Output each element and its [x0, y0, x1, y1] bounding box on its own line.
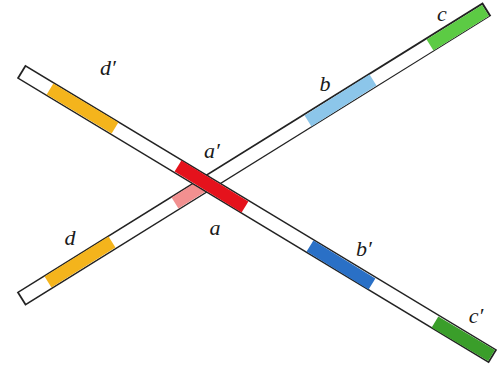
segment-label: c′ [469, 305, 484, 327]
segment-b [308, 80, 373, 121]
segment-label: d′ [100, 57, 116, 79]
segment-label: a′ [204, 140, 220, 162]
strand-body [23, 11, 486, 299]
segment-label: c [437, 3, 447, 25]
segment-d-prime [50, 89, 115, 128]
segment-d [48, 242, 112, 282]
segment-label: d [65, 227, 76, 249]
segment-label: b [320, 73, 331, 95]
segment-c-prime [435, 322, 492, 356]
upper-strand [21, 72, 493, 357]
strand-body [23, 73, 492, 356]
segment-a-prime [178, 166, 245, 207]
lower-strand [21, 9, 487, 299]
strand-outline [21, 9, 487, 299]
strand-outline [21, 72, 493, 357]
segment-label: b′ [356, 238, 372, 260]
segment-label: a [210, 217, 221, 239]
